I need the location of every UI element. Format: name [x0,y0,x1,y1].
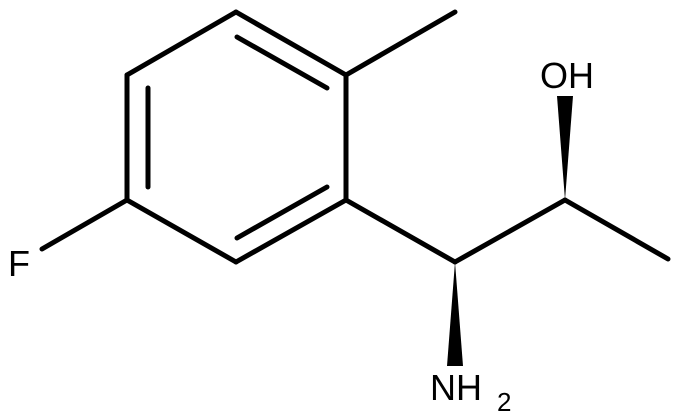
hydroxyl-label: OH [540,55,594,96]
terminal-methyl-bond [562,197,671,262]
ring-bond-4 [124,197,239,265]
amino-label: NH [430,367,482,408]
amino-wedge-bond [447,262,463,366]
fluoro-bond [39,197,130,252]
ring-bond-3 [233,197,349,265]
methyl-bond [343,9,458,78]
chiral-chiral-bond [452,197,568,265]
ring-bond-1-inner [234,34,330,91]
aryl-chiral-bond [343,197,458,265]
ring-bond-1 [233,9,349,78]
ring-bond-6 [124,9,239,78]
hydroxyl-wedge-bond [557,96,573,200]
fluorine-label: F [8,243,30,284]
ring-bond-3-inner [234,184,330,241]
benzene-ring [124,9,349,265]
amino-subscript: 2 [497,387,511,417]
